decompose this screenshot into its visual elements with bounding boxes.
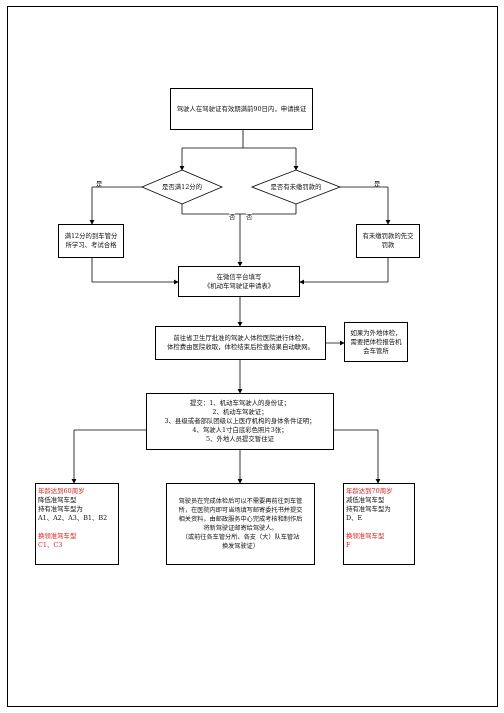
decision-right-label: 是否有未缴罚款的	[270, 183, 322, 191]
label-yes-left: 是	[96, 180, 103, 188]
page-border	[7, 6, 498, 707]
final-mail-box: 驾驶员在完成体检后可以不需要再前往到车管 所，在医院内即可当场填写邮寄委托书并提…	[166, 483, 315, 565]
age-70-note-box: 年龄达到70周岁 减低准驾车型 持有准驾车型为 D、E 换领准驾车型 F	[343, 483, 415, 565]
left-action-box: 满12分的到车管分所学习、考试合格	[58, 224, 124, 258]
right-action-text: 有未缴罚款的先交罚款	[362, 232, 414, 249]
start-box: 驾驶人在驾驶证有效期满前90日内，申请换证	[170, 88, 313, 130]
label-yes-right: 是	[374, 180, 381, 188]
out-of-town-text: 如果为外地体检，需要把体检报告机会车管所	[350, 328, 402, 355]
submit-line-2: 2、机动车驾驶证；	[212, 408, 268, 416]
age-60-line-4: A1、A2、A3、B1、B2	[38, 514, 108, 522]
final-line-1: 驾驶员在完成体检后可以不需要再前往到车管	[178, 498, 303, 505]
age-60-line-5: 换领准驾车型	[38, 532, 77, 540]
out-of-town-box: 如果为外地体检，需要把体检报告机会车管所	[344, 322, 408, 362]
age-70-line-6: F	[346, 541, 351, 549]
physical-line-1: 前往省卫生厅批准的驾驶人体检医院进行体检，	[173, 334, 308, 342]
label-no-left: 否	[229, 213, 236, 221]
final-line-2: 所，在医院内即可当场填写邮寄委托书并提交	[178, 507, 303, 514]
submit-documents-box: 提交：1、机动车驾驶人的身份证； 2、机动车驾驶证； 3、县级或者部队团级以上医…	[146, 393, 334, 450]
age-70-line-3: 持有准驾车型为	[346, 505, 391, 513]
submit-line-5: 5、外地人员提交暂住证	[206, 435, 274, 443]
age-70-line-2: 减低准驾车型	[346, 496, 385, 504]
age-60-line-1: 年龄达到60周岁	[38, 487, 85, 495]
wechat-line-1: 在微信平台填写	[216, 272, 262, 281]
left-action-text: 满12分的到车管分所学习、考试合格	[64, 232, 118, 249]
submit-line-1: 提交：1、机动车驾驶人的身份证；	[190, 399, 290, 407]
submit-line-3: 3、县级或者部队团级以上医疗机构的身体条件证明；	[164, 417, 316, 425]
final-line-5: （或前往各车管分所、各支（大）队车管站	[181, 534, 300, 541]
wechat-form-box: 在微信平台填写 《机动车驾驶证申请表》	[178, 266, 300, 297]
age-70-line-5: 换领准驾车型	[346, 532, 385, 540]
age-70-line-4: D、E	[346, 514, 363, 522]
start-text: 驾驶人在驾驶证有效期满前90日内，申请换证	[176, 104, 307, 113]
right-action-box: 有未缴罚款的先交罚款	[356, 224, 420, 258]
age-70-line-1: 年龄达到70周岁	[346, 487, 393, 495]
physical-exam-box: 前往省卫生厅批准的驾驶人体检医院进行体检， 体检费由医院收取，体检结束后检查结果…	[155, 326, 326, 360]
age-60-line-3: 持有准驾车型为	[38, 505, 83, 513]
final-line-3: 相关资料，由邮政服务中心完成考核和制作后	[178, 516, 303, 523]
age-60-line-6: C1、C3	[38, 541, 63, 549]
final-line-4: 将新驾驶证邮寄给驾驶人。	[203, 525, 278, 532]
wechat-line-2: 《机动车驾驶证申请表》	[203, 281, 275, 290]
label-no-right: 否	[246, 213, 253, 221]
submit-line-4: 4、驾驶人1寸白底彩色照片3张；	[192, 426, 288, 434]
final-line-6: 换发驾驶证）	[221, 543, 260, 550]
decision-left-label: 是否满12分的	[161, 183, 203, 191]
age-60-note-box: 年龄达到60周岁 降低准驾车型 持有准驾车型为 A1、A2、A3、B1、B2 换…	[35, 483, 119, 565]
age-60-line-2: 降低准驾车型	[38, 496, 77, 504]
physical-line-2: 体检费由医院收取，体检结束后检查结果自动联网。	[167, 343, 314, 351]
